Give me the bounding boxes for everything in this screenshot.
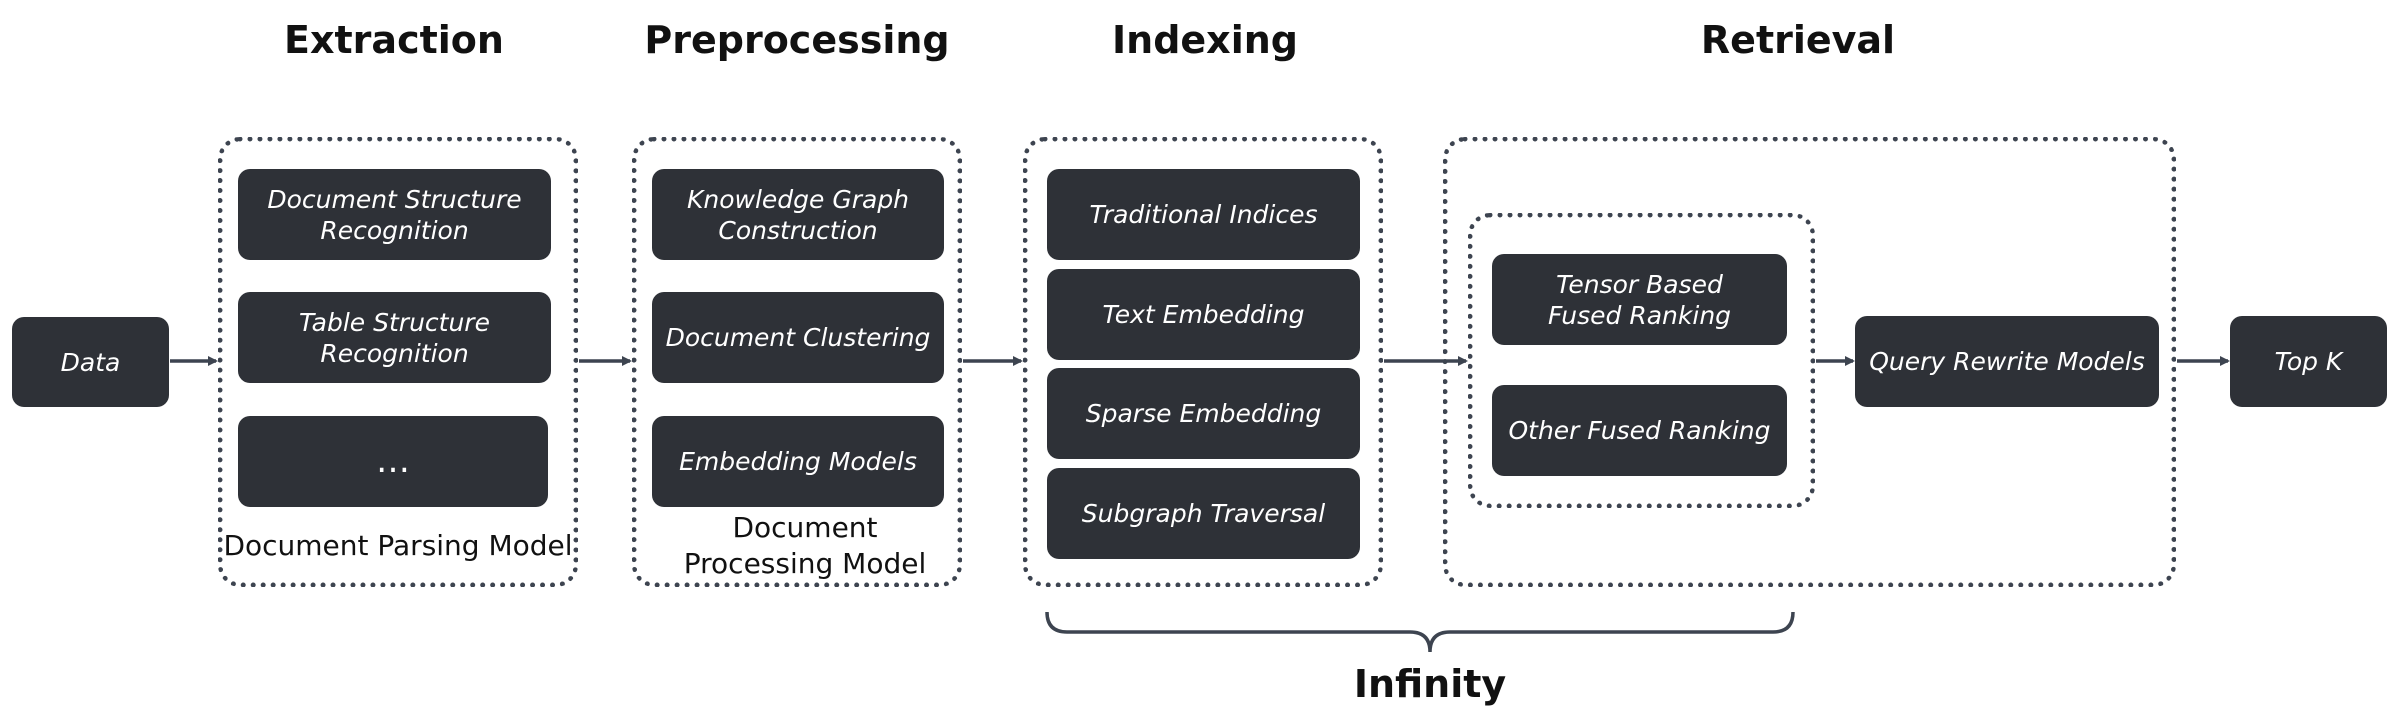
extraction-group xyxy=(218,137,578,587)
stage-title-indexing: Indexing xyxy=(1112,18,1298,62)
document-processing-model-caption: Document Processing Model xyxy=(683,511,927,580)
text-embedding-node: Text Embedding xyxy=(1047,269,1360,360)
table-structure-recognition-node: Table Structure Recognition xyxy=(238,292,551,383)
ellipsis-node: … xyxy=(238,416,548,507)
infinity-label: Infinity xyxy=(1353,662,1507,706)
query-rewrite-models-node: Query Rewrite Models xyxy=(1855,316,2159,407)
infinity-brace xyxy=(1045,611,1795,653)
stage-title-extraction: Extraction xyxy=(284,18,504,62)
document-parsing-model-caption: Document Parsing Model xyxy=(223,529,573,562)
traditional-indices-node: Traditional Indices xyxy=(1047,169,1360,260)
data-node: Data xyxy=(12,317,169,407)
embedding-models-node: Embedding Models xyxy=(652,416,944,507)
sparse-embedding-node: Sparse Embedding xyxy=(1047,368,1360,459)
document-clustering-node: Document Clustering xyxy=(652,292,944,383)
stage-title-preprocessing: Preprocessing xyxy=(644,18,950,62)
indexing-group xyxy=(1023,137,1383,587)
document-structure-recognition-node: Document Structure Recognition xyxy=(238,169,551,260)
other-fused-ranking-node: Other Fused Ranking xyxy=(1492,385,1787,476)
subgraph-traversal-node: Subgraph Traversal xyxy=(1047,468,1360,559)
tensor-based-fused-ranking-node: Tensor Based Fused Ranking xyxy=(1492,254,1787,345)
top-k-node: Top K xyxy=(2230,316,2387,407)
preprocessing-group xyxy=(632,137,962,587)
knowledge-graph-construction-node: Knowledge Graph Construction xyxy=(652,169,944,260)
fused-ranking-group xyxy=(1468,213,1815,508)
stage-title-retrieval: Retrieval xyxy=(1700,18,1896,62)
